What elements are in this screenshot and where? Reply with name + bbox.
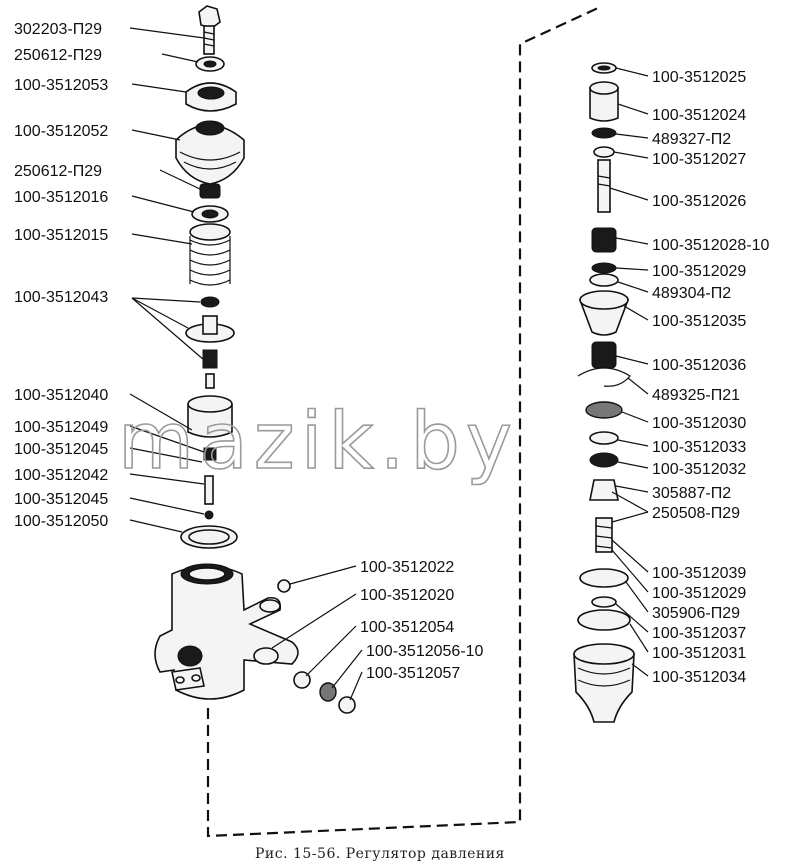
- part-label: 100-3512034: [652, 669, 746, 686]
- part-label: 100-3512025: [652, 69, 746, 86]
- diaphragm-part: [585, 401, 623, 419]
- part-label: 100-3512049: [14, 419, 108, 436]
- part-label: 100-3512016: [14, 189, 108, 206]
- bolt-part: [198, 5, 221, 29]
- ring-part: [577, 609, 631, 631]
- part-label: 250612-П29: [14, 163, 102, 180]
- nut-part: [199, 183, 221, 199]
- part-label: 100-3512030: [652, 415, 746, 432]
- left-labels: 302203-П29 250612-П29 100-3512053 100-35…: [14, 21, 108, 530]
- pin-part: [204, 475, 214, 505]
- spring-part: [591, 341, 617, 369]
- cap-part: [338, 696, 356, 714]
- part-label: 100-3512029: [652, 263, 746, 280]
- assembly-dashed-line: [206, 7, 599, 838]
- ring-part: [200, 296, 220, 308]
- part-label: 100-3512053: [14, 77, 108, 94]
- part-label: 100-3512022: [360, 559, 454, 576]
- part-label: 100-3512026: [652, 193, 746, 210]
- part-label: 100-3512035: [652, 313, 746, 330]
- part-label: 100-3512057: [366, 665, 460, 682]
- right-labels: 100-3512025 100-3512024 489327-П2 100-35…: [652, 69, 770, 686]
- part-label: 100-3512050: [14, 513, 108, 530]
- snap-ring-part: [577, 367, 631, 387]
- part-label: 100-3512028-10: [652, 237, 770, 254]
- part-label: 302203-П29: [14, 21, 102, 38]
- part-label: 100-3512052: [14, 123, 108, 140]
- leader-lines: [129, 27, 649, 701]
- spring-part: [189, 223, 231, 286]
- part-label: 100-3512015: [14, 227, 108, 244]
- ring-part: [579, 568, 629, 588]
- part-label: 100-3512029: [652, 585, 746, 602]
- part-label: 100-3512040: [14, 387, 108, 404]
- spring-part: [591, 227, 617, 253]
- part-label: 489325-П21: [652, 387, 740, 404]
- part-label: 305906-П29: [652, 605, 740, 622]
- part-label: 100-3512042: [14, 467, 108, 484]
- left-parts-column: [154, 5, 356, 714]
- small-spring-part: [202, 349, 218, 369]
- nut-part: [589, 479, 619, 501]
- valve-body-part: [154, 563, 299, 700]
- part-label: 100-3512031: [652, 645, 746, 662]
- part-label: 100-3512036: [652, 357, 746, 374]
- o-ring-part: [591, 127, 617, 139]
- watermark-text: mazik.by: [118, 397, 518, 487]
- part-label: 250508-П29: [652, 505, 740, 522]
- part-label: 489327-П2: [652, 131, 731, 148]
- part-label: 100-3512043: [14, 289, 108, 306]
- part-label: 250612-П29: [14, 47, 102, 64]
- part-label: 100-3512054: [360, 619, 454, 636]
- plug-part: [277, 579, 291, 593]
- part-label: 100-3512045: [14, 491, 108, 508]
- part-label: 100-3512027: [652, 151, 746, 168]
- part-label: 100-3512056-10: [366, 643, 484, 660]
- part-label: 305887-П2: [652, 485, 731, 502]
- center-labels: 100-3512022 100-3512020 100-3512054 100-…: [360, 559, 484, 682]
- cap-part: [589, 87, 619, 122]
- part-label: 100-3512020: [360, 587, 454, 604]
- ring-part: [589, 273, 619, 287]
- pin-part: [203, 447, 217, 461]
- part-label: 100-3512039: [652, 565, 746, 582]
- part-label: 100-3512037: [652, 625, 746, 642]
- part-label: 100-3512032: [652, 461, 746, 478]
- part-label: 100-3512033: [652, 439, 746, 456]
- part-label: 100-3512024: [652, 107, 746, 124]
- part-label: 100-3512045: [14, 441, 108, 458]
- figure-caption: Рис. 15-56. Регулятор давления: [255, 846, 505, 862]
- part-label: 489304-П2: [652, 285, 731, 302]
- right-parts-column: [573, 62, 635, 723]
